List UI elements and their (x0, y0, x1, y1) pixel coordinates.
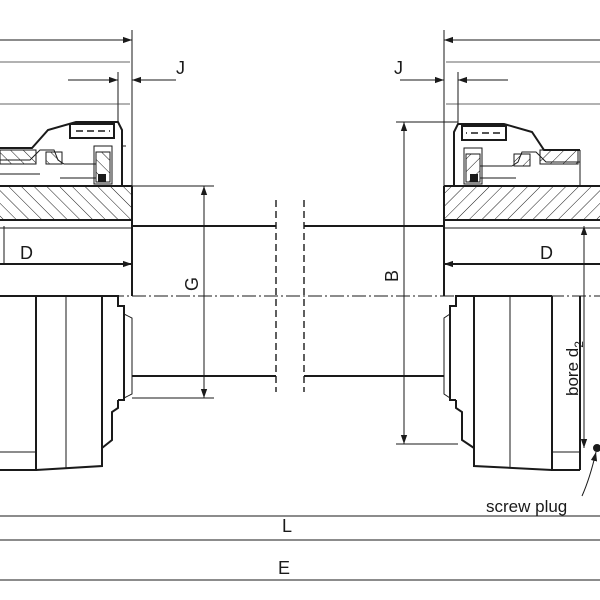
label-j-right: J (394, 58, 403, 78)
label-bore: bore d2 (563, 341, 586, 396)
label-j-left: J (176, 58, 185, 78)
label-bore-sub: 2 (572, 341, 586, 348)
top-dimension-lines (0, 30, 600, 186)
label-d-left: D (20, 243, 33, 263)
label-d-right: D (540, 243, 553, 263)
label-b: B (382, 270, 402, 282)
label-g: G (182, 277, 202, 291)
svg-text:bore d2: bore d2 (563, 341, 586, 396)
label-l: L (282, 516, 292, 536)
label-screw-plug: screw plug (486, 497, 567, 516)
right-bolt (461, 125, 507, 141)
left-seal (98, 174, 106, 182)
left-hub-hatch (0, 186, 132, 220)
label-e: E (278, 558, 290, 578)
b-dimension (396, 121, 458, 445)
g-dimension (132, 185, 214, 399)
label-bore-main: bore d (563, 348, 582, 396)
left-sleeve-top (0, 121, 126, 186)
right-sleeve-top (453, 123, 581, 186)
left-hub (0, 121, 133, 471)
right-hub-lower (443, 295, 581, 471)
right-hub (443, 123, 600, 471)
right-seal (470, 174, 478, 182)
left-bolt (69, 123, 115, 139)
screw-plug-marker (593, 444, 600, 452)
screw-plug-leader (581, 451, 598, 497)
left-hub-lower (0, 295, 133, 471)
